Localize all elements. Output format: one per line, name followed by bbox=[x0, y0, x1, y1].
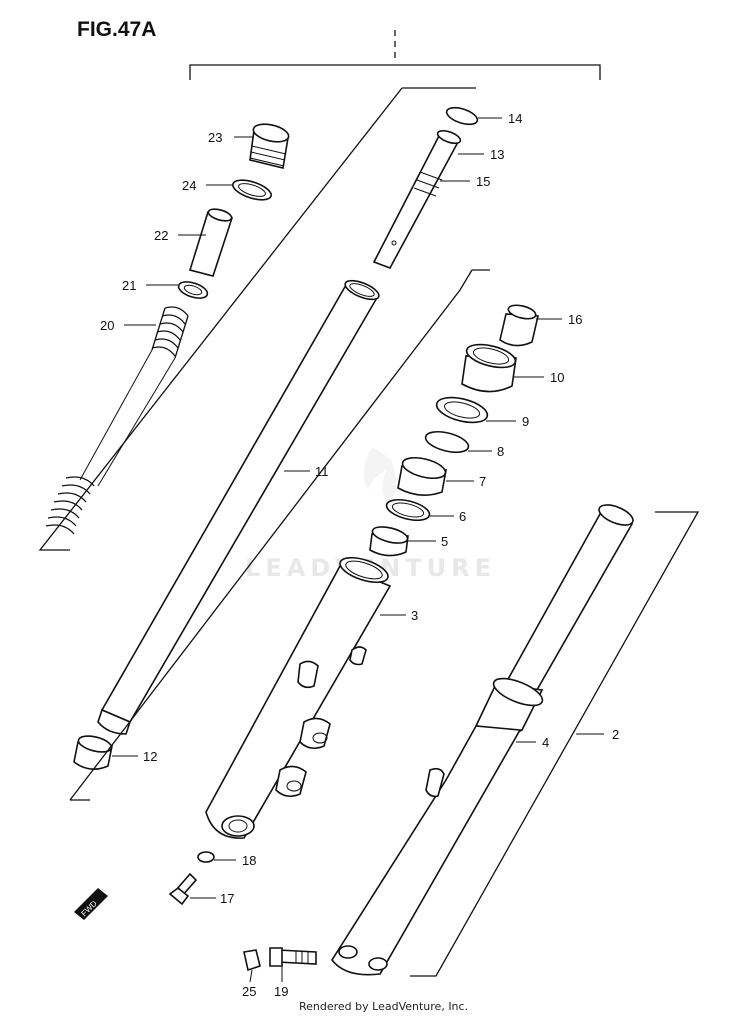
callout-20: 20 bbox=[100, 318, 114, 333]
callout-9: 9 bbox=[522, 414, 529, 429]
cap-nut-part bbox=[243, 949, 261, 972]
callout-17: 17 bbox=[220, 891, 234, 906]
small-washer-part bbox=[197, 851, 215, 863]
damper-rod-part bbox=[372, 129, 462, 269]
watermark-logo bbox=[363, 448, 397, 506]
outer-tube-right-part bbox=[331, 504, 634, 976]
callout-15: 15 bbox=[476, 174, 490, 189]
callout-4: 4 bbox=[542, 735, 549, 750]
callout-16: 16 bbox=[568, 312, 582, 327]
piston-ring-part bbox=[445, 106, 479, 126]
slide-bushing-part bbox=[73, 735, 113, 770]
callout-8: 8 bbox=[497, 444, 504, 459]
inner-tube-bracket bbox=[69, 269, 473, 801]
cap-bolt-part bbox=[249, 123, 290, 169]
callout-22: 22 bbox=[154, 228, 168, 243]
retaining-clip-part bbox=[424, 430, 470, 454]
callout-13: 13 bbox=[490, 147, 504, 162]
spacer-part bbox=[188, 208, 234, 277]
callout-3: 3 bbox=[411, 608, 418, 623]
o-ring-part bbox=[232, 179, 272, 201]
figure-title: FIG.47A bbox=[77, 18, 156, 41]
dust-seal-part bbox=[499, 304, 539, 347]
callout-19: 19 bbox=[274, 984, 288, 999]
callout-11: 11 bbox=[315, 464, 329, 479]
damper-bolt-part bbox=[168, 872, 198, 906]
axle-bolt-part bbox=[269, 947, 317, 967]
credit-text: Rendered by LeadVenture, Inc. bbox=[299, 1000, 468, 1013]
washer-part bbox=[177, 281, 209, 299]
callout-21: 21 bbox=[122, 278, 136, 293]
outer-tube-left-part bbox=[205, 556, 392, 839]
oil-lock-piece-part bbox=[369, 526, 409, 557]
assembly-bracket bbox=[189, 30, 601, 80]
callout-24: 24 bbox=[182, 178, 196, 193]
oil-seal-housing-part bbox=[461, 343, 517, 393]
callout-23: 23 bbox=[208, 130, 222, 145]
fork-assembly-bracket bbox=[410, 511, 700, 977]
callout-12: 12 bbox=[143, 749, 157, 764]
callout-6: 6 bbox=[459, 509, 466, 524]
callouts: 23 24 22 21 20 14 13 15 16 10 9 8 bbox=[100, 111, 619, 999]
callout-18: 18 bbox=[242, 853, 256, 868]
seal-washer-part bbox=[385, 498, 431, 522]
callout-14: 14 bbox=[508, 111, 522, 126]
callout-7: 7 bbox=[479, 474, 486, 489]
guide-bushing-part bbox=[397, 456, 447, 496]
damper-group-bracket bbox=[38, 87, 476, 551]
callout-10: 10 bbox=[550, 370, 564, 385]
callout-25: 25 bbox=[242, 984, 256, 999]
fork-spring-part bbox=[45, 306, 189, 535]
forward-direction-badge: FWD bbox=[74, 888, 108, 920]
callout-2: 2 bbox=[612, 727, 619, 742]
oil-seal-part bbox=[435, 396, 489, 424]
callout-5: 5 bbox=[441, 534, 448, 549]
